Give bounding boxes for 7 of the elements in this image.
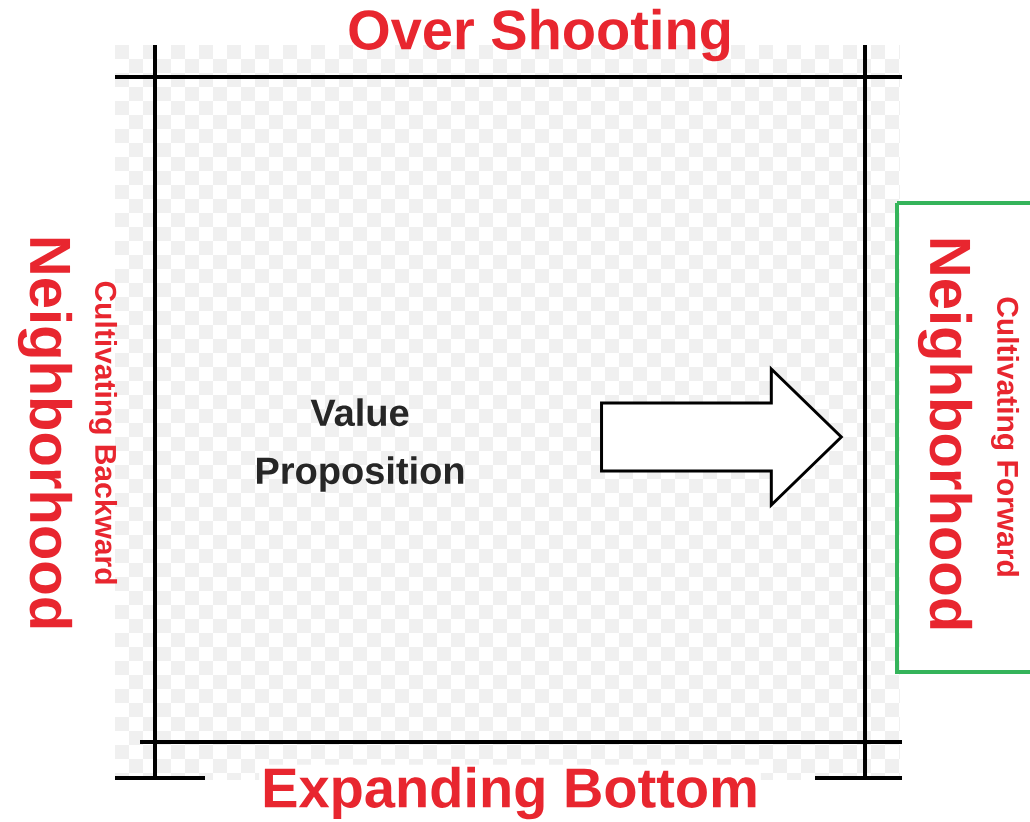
heading-label: Neighborhood <box>17 238 73 628</box>
text-label: Value Proposition <box>257 398 464 492</box>
heading-label: Over Shooting <box>349 8 730 62</box>
heading-label: Cultivating Backward <box>88 281 118 584</box>
block-arrow <box>600 365 844 509</box>
heading-label: Expanding Bottom <box>259 764 761 822</box>
side-box: Cultivating Forward Neighborhood <box>895 201 1030 674</box>
